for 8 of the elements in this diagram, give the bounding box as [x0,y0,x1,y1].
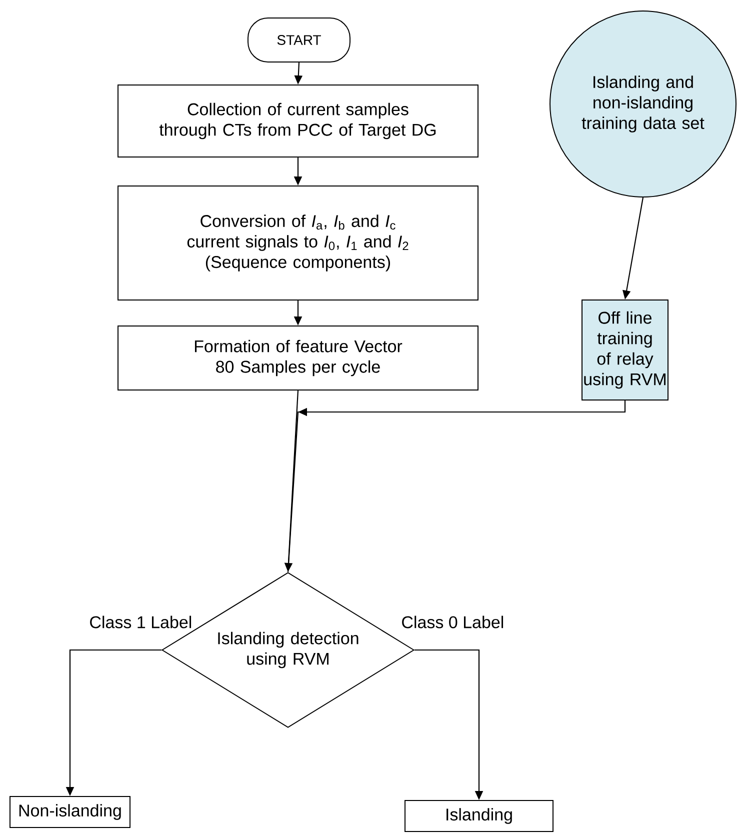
start-terminal: START [248,18,350,62]
process-box: Islanding [404,800,554,832]
process-box: Non-islanding [10,796,130,828]
process-box: Off line training of relay using RVM [582,300,668,400]
process-box: Conversion of I$_{a}$, I$_{b}$ and I$_{c}$ current signals to I$_{0}$, I$_{1}$ and I$_{2}$ (Sequence components) [118,186,478,300]
arrow [287,400,626,572]
process-box: Collection of current samples through CTs from PCC of Target DG [118,84,478,158]
process-box: Formation of feature Vector 80 Samples per cycle [118,326,478,390]
